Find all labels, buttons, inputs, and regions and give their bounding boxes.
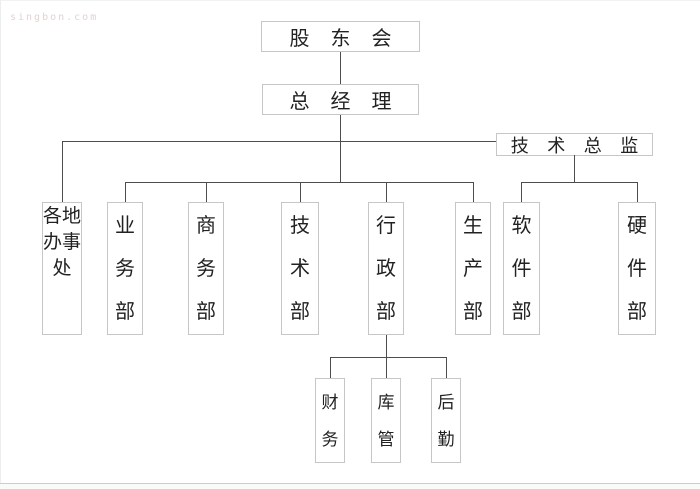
connector-production-drop	[473, 182, 474, 202]
node-general-manager: 总 经 理	[262, 84, 419, 115]
bus-techdirector	[521, 182, 637, 183]
node-warehouse: 库管	[371, 378, 401, 463]
node-administration: 行政部	[368, 202, 404, 335]
node-tech-director: 技 术 总 监	[496, 133, 653, 156]
node-offices: 各地办事处	[42, 202, 82, 335]
connector-gm-trunk	[340, 115, 341, 183]
node-hardware: 硬件部	[618, 202, 656, 335]
node-production: 生产部	[455, 202, 491, 335]
node-business: 业务部	[107, 202, 143, 335]
node-shareholders: 股 东 会	[261, 21, 420, 52]
connector-logistics-drop	[446, 357, 447, 378]
bus-gm-upper	[62, 141, 496, 142]
connector-finance-drop	[330, 357, 331, 378]
connector-technology-drop	[300, 182, 301, 202]
connector-hardware-drop	[637, 182, 638, 202]
node-commerce: 商务部	[188, 202, 224, 335]
connector-business-drop	[125, 182, 126, 202]
node-finance: 财务	[315, 378, 345, 463]
bus-administration	[330, 357, 446, 358]
node-technology: 技术部	[281, 202, 319, 335]
connector-administration-drop	[386, 182, 387, 202]
bottom-edge-divider	[0, 483, 700, 489]
watermark: singbon.com	[10, 12, 99, 23]
connector-techdirector-trunk	[574, 155, 575, 183]
connector-commerce-drop	[206, 182, 207, 202]
bus-gm-departments	[125, 182, 473, 183]
connector-software-drop	[521, 182, 522, 202]
node-logistics: 后勤	[431, 378, 461, 463]
connector-administration-trunk	[386, 335, 387, 358]
node-software: 软件部	[503, 202, 540, 335]
connector-warehouse-drop	[386, 357, 387, 378]
connector-offices-drop	[62, 141, 63, 202]
connector-shareholders-gm	[340, 52, 341, 84]
